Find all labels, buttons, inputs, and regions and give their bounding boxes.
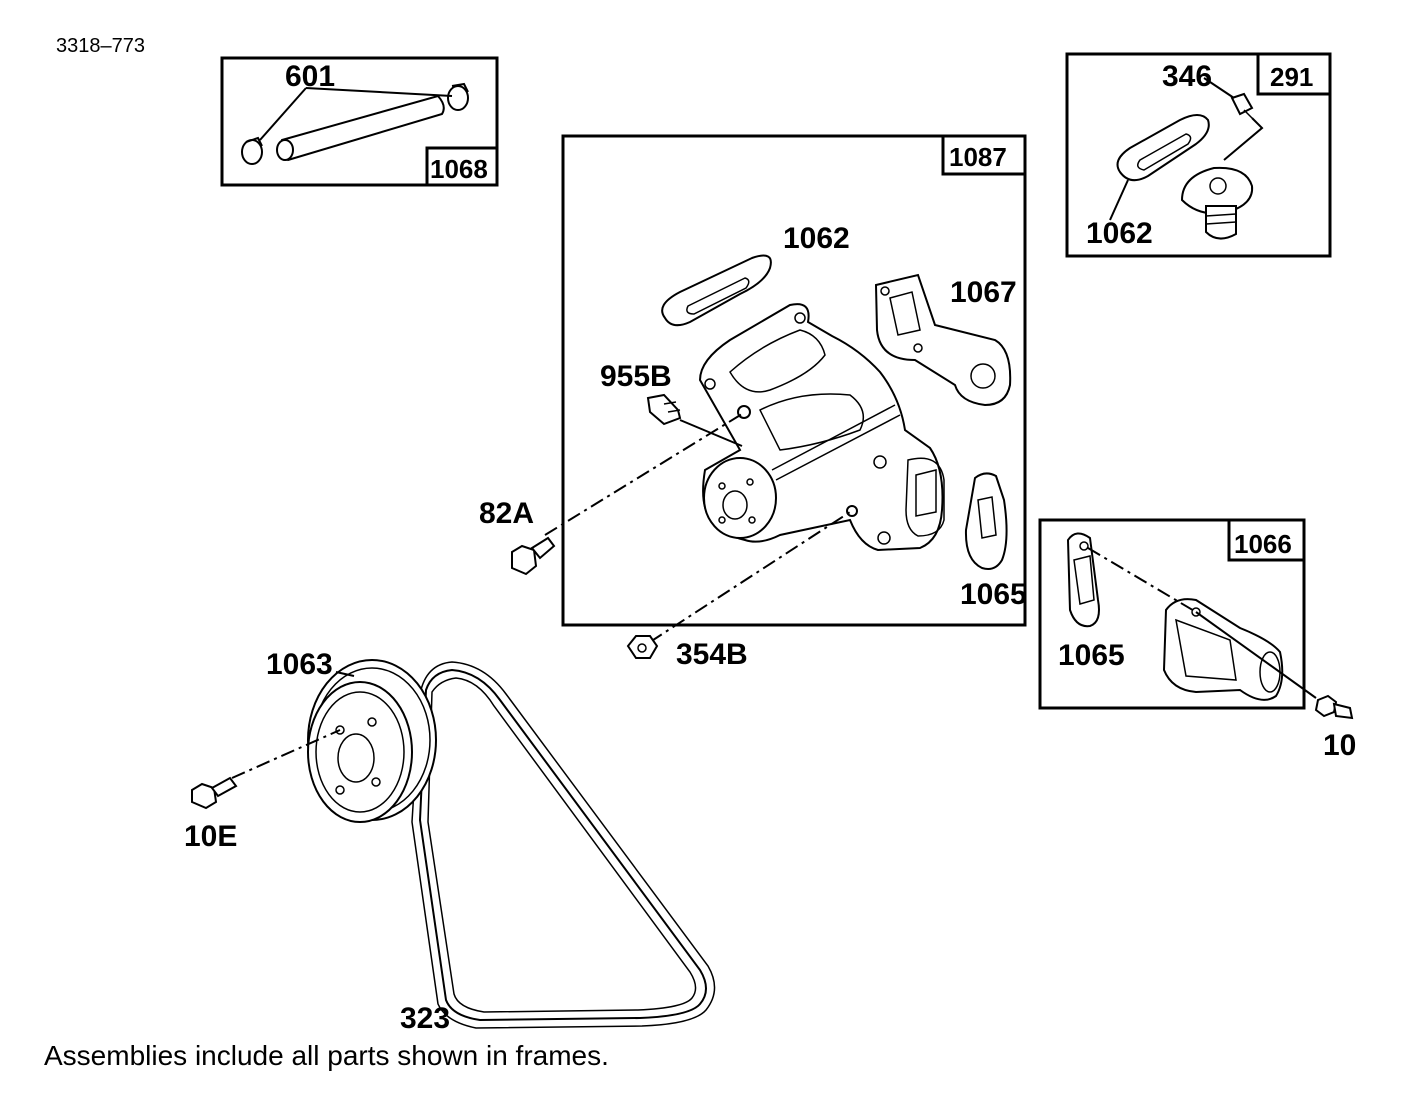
pump-hub bbox=[703, 457, 777, 539]
hose-kit-tag: 1068 bbox=[430, 154, 488, 184]
callout-1063: 1063 bbox=[266, 648, 333, 681]
hose-kit-frame: 1068 601 bbox=[220, 56, 499, 187]
bolt-10 bbox=[1314, 694, 1354, 720]
pump-gasket-1065 bbox=[964, 472, 1008, 570]
water-pump-frame: 1087 1062 1067 bbox=[561, 134, 1027, 627]
plug-955b bbox=[646, 393, 682, 426]
nut-354b-leader bbox=[649, 511, 851, 643]
thermostat-part bbox=[1180, 166, 1254, 240]
hose-part bbox=[276, 94, 445, 162]
nut-354b bbox=[626, 635, 659, 659]
callout-10e: 10E bbox=[184, 820, 237, 853]
drawing-code: 3318–773 bbox=[56, 35, 145, 57]
callout-323: 323 bbox=[400, 1002, 450, 1035]
outlet-gasket-1065 bbox=[1066, 532, 1100, 628]
callout-1067: 1067 bbox=[950, 276, 1017, 309]
footnote: Assemblies include all parts shown in fr… bbox=[44, 1040, 609, 1071]
v-belt-323 bbox=[411, 661, 716, 1029]
callout-10: 10 bbox=[1323, 729, 1356, 762]
bolt-82a-leader bbox=[544, 413, 743, 536]
callout-82a: 82A bbox=[479, 497, 534, 530]
bolt-10e-leader bbox=[231, 729, 341, 779]
callout-1065-pump: 1065 bbox=[960, 578, 1027, 611]
bolt-82a bbox=[511, 536, 556, 576]
hose-clamp-left bbox=[241, 136, 263, 165]
callout-955b: 955B bbox=[600, 360, 672, 393]
callout-1065-outlet: 1065 bbox=[1058, 639, 1125, 672]
outlet-elbow bbox=[1162, 598, 1284, 701]
pump-gasket-1067 bbox=[874, 273, 1012, 407]
hose-clamp-right bbox=[447, 82, 469, 111]
thermostat-tag: 291 bbox=[1270, 62, 1313, 92]
thermostat-gasket-1062 bbox=[1116, 114, 1210, 182]
bolt-10e bbox=[191, 776, 238, 810]
water-pump-tag: 1087 bbox=[949, 142, 1007, 172]
nut-stud bbox=[846, 505, 858, 517]
pump-gasket-1062 bbox=[661, 254, 772, 327]
pulley-1063 bbox=[307, 659, 437, 823]
callout-346: 346 bbox=[1162, 60, 1212, 93]
outlet-tag: 1066 bbox=[1234, 529, 1292, 559]
callout-1062-thermostat: 1062 bbox=[1086, 217, 1153, 250]
callout-601: 601 bbox=[285, 60, 335, 93]
callout-354b: 354B bbox=[676, 638, 748, 671]
screw-346 bbox=[1230, 92, 1254, 119]
thermostat-frame: 291 346 1062 bbox=[1065, 52, 1332, 258]
callout-1062-pump: 1062 bbox=[783, 222, 850, 255]
outlet-frame: 1066 1065 bbox=[1038, 518, 1317, 710]
outlet-leader bbox=[1087, 547, 1197, 613]
